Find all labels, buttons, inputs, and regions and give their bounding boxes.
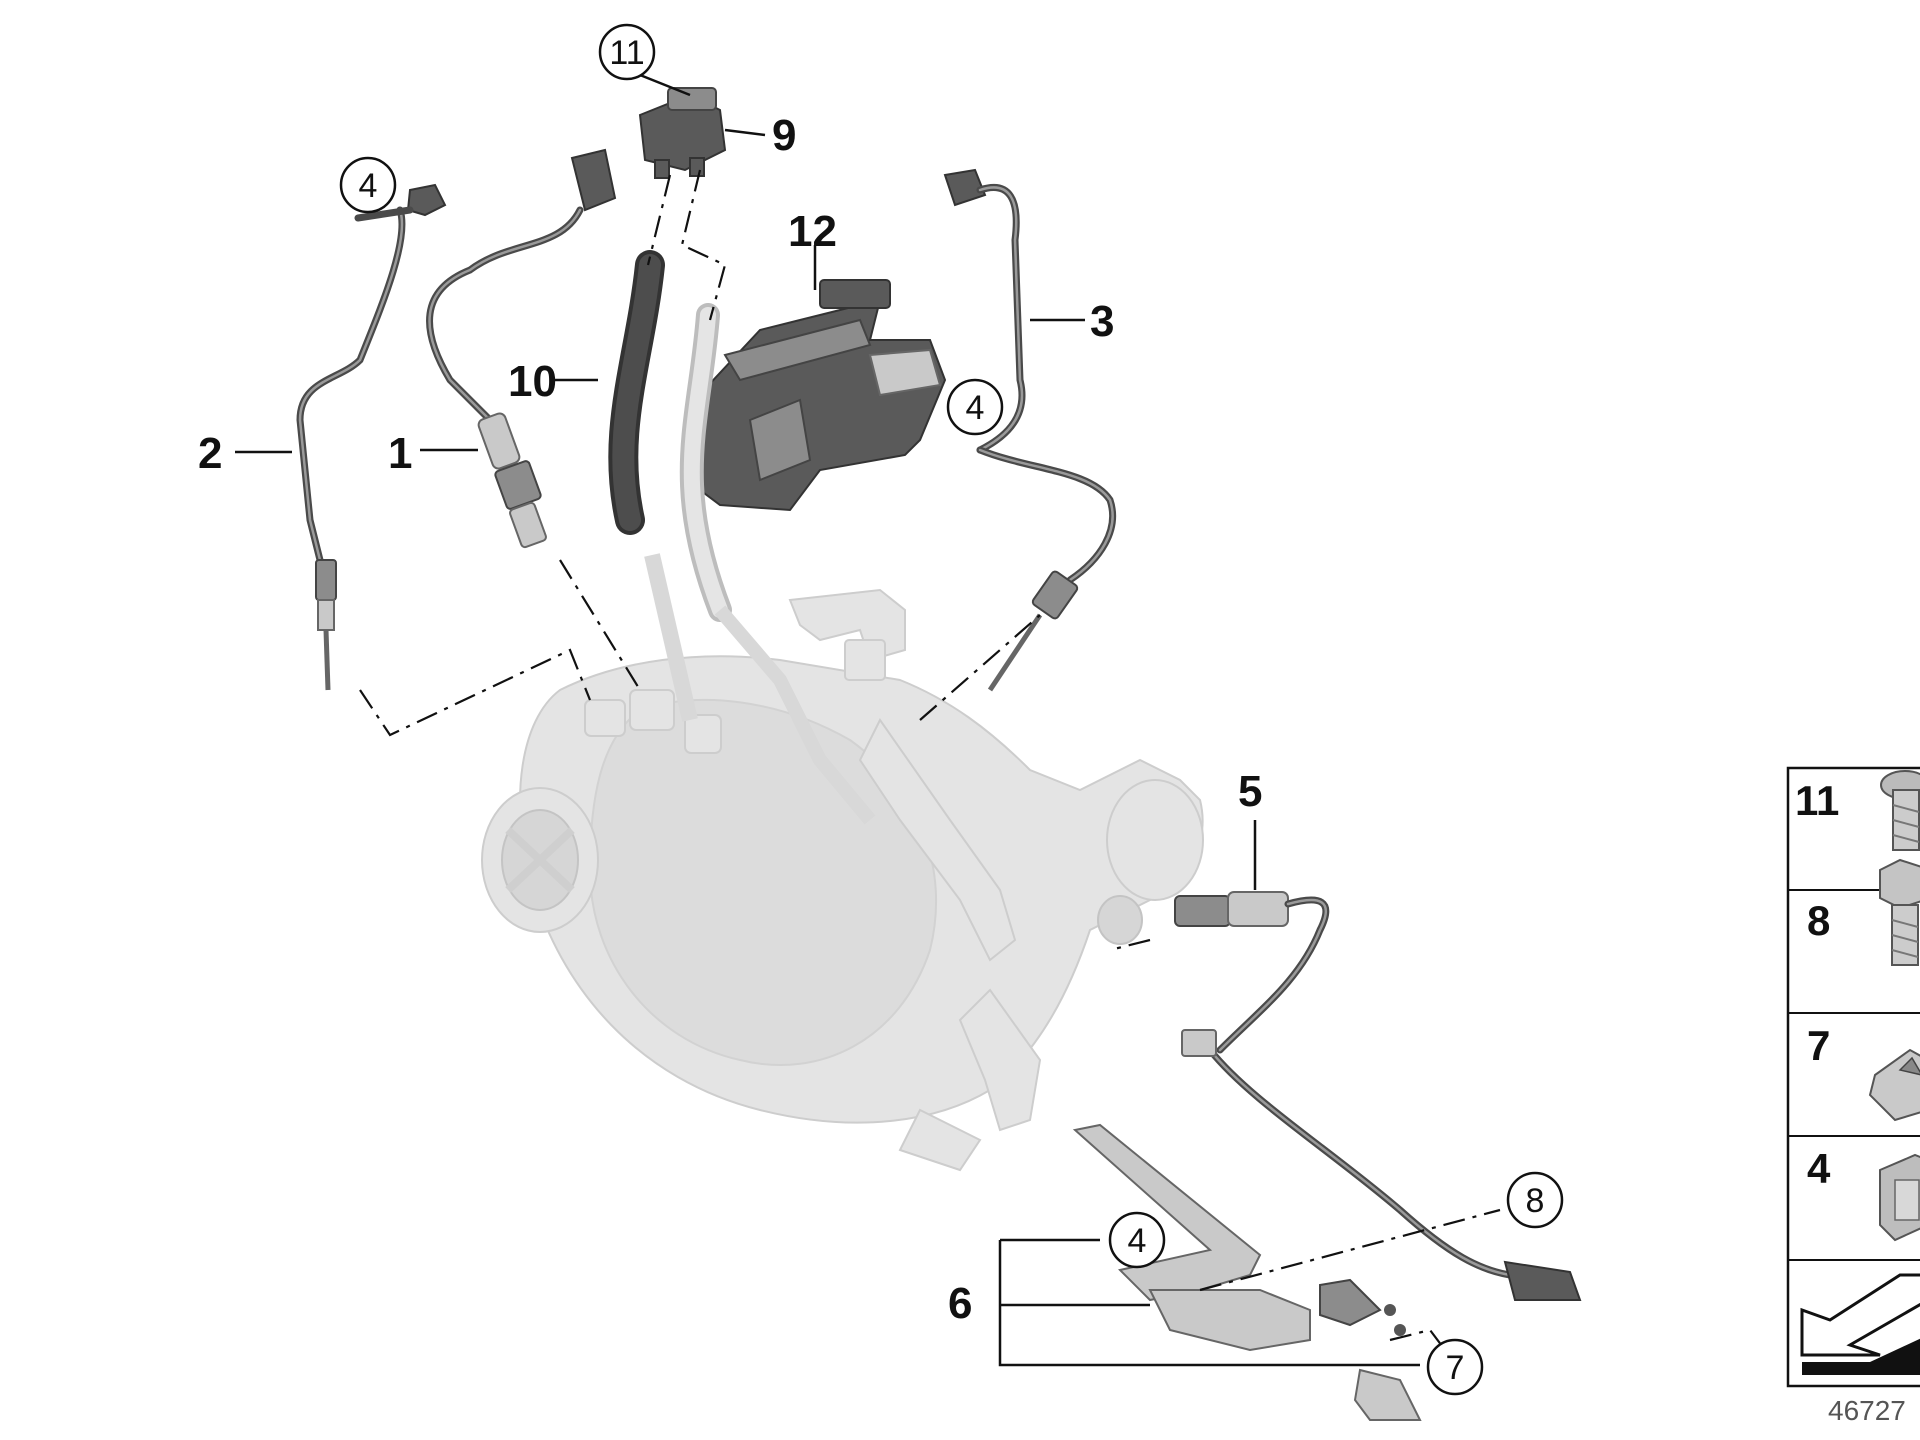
- lambda-sensor-part-1: [426, 148, 617, 549]
- legend-label-11: 11: [1795, 777, 1839, 824]
- circled-callout-8: 8: [1506, 1171, 1564, 1229]
- temperature-sensor-part-2: [296, 183, 447, 691]
- svg-text:4: 4: [359, 167, 378, 205]
- svg-text:7: 7: [1446, 1349, 1465, 1387]
- spring-nut-icon: [1868, 1048, 1920, 1122]
- svg-text:11: 11: [609, 34, 644, 72]
- torx-bolt-icon: [1880, 770, 1920, 851]
- callout-2: 2: [198, 429, 222, 478]
- legend-label-4: 4: [1807, 1145, 1831, 1192]
- callout-1: 1: [388, 429, 412, 478]
- svg-text:4: 4: [1128, 1222, 1147, 1260]
- diagram-id: 46727: [1828, 1395, 1906, 1426]
- legend-label-7: 7: [1807, 1022, 1830, 1069]
- callout-numbers: 1 2 3 5 6 9 10 12: [198, 111, 1262, 1328]
- direction-arrow-icon: [1800, 1273, 1920, 1375]
- assembly-lines: [359, 169, 1501, 1351]
- callout-3: 3: [1090, 297, 1114, 346]
- legend-label-8: 8: [1807, 897, 1830, 944]
- svg-text:8: 8: [1526, 1182, 1545, 1220]
- cable-clip-icon: [1879, 1153, 1920, 1242]
- bracket-part-6: [1072, 1123, 1422, 1421]
- circled-callout-7: 7: [1426, 1338, 1484, 1396]
- circled-callout-4-right: 4: [946, 378, 1004, 436]
- temperature-sensor-part-3: [943, 168, 1117, 692]
- lambda-sensor-part-5: [1174, 891, 1582, 1301]
- bracket-part-12: [688, 279, 947, 512]
- hose-part-10: [608, 250, 876, 825]
- callout-10: 10: [508, 357, 557, 406]
- hardware-legend: 11 8 7 4: [1786, 766, 1920, 1388]
- callout-9: 9: [772, 111, 796, 160]
- circled-callouts: 11 4 4 4 8 7: [339, 23, 1564, 1396]
- circled-callout-4-bottom: 4: [1108, 1211, 1166, 1269]
- callout-5: 5: [1238, 767, 1262, 816]
- pressure-sensor-part-9: [638, 87, 727, 179]
- circled-callout-11: 11: [598, 23, 656, 81]
- callout-6: 6: [948, 1279, 972, 1328]
- hex-bolt-icon: [1879, 858, 1920, 966]
- catalytic-converter-ghost: [481, 588, 1204, 1172]
- circled-callout-4-left: 4: [339, 156, 397, 214]
- callout-12: 12: [788, 207, 837, 256]
- svg-text:4: 4: [966, 389, 985, 427]
